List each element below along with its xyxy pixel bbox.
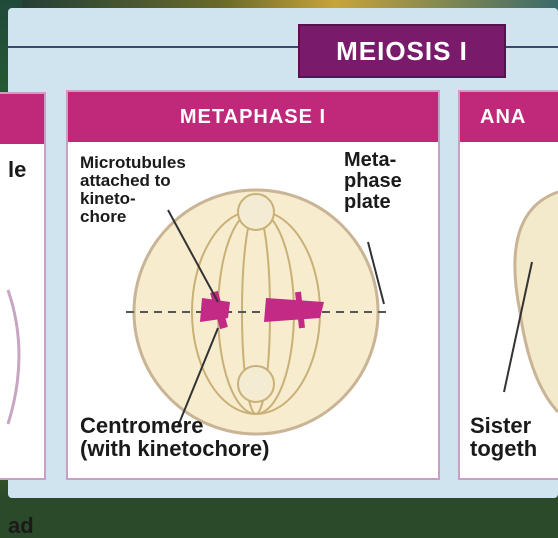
metaphase-plate-label: Meta- phase plate — [344, 150, 402, 213]
diagram-stage: MEIOSIS I le ad METAPHASE I — [0, 0, 558, 498]
microtubules-label: Microtubules attached to kineto- chore — [80, 154, 186, 225]
sister-chromatids-label: Sister togeth — [470, 414, 537, 460]
meiosis-title: MEIOSIS I — [298, 24, 506, 78]
anaphase-card-partial: ANA Sister togeth — [458, 90, 558, 480]
metaphase-card: METAPHASE I Microtubules attached to kin… — [66, 90, 440, 480]
prophase-card-partial: le ad — [0, 92, 46, 480]
prophase-cell-arc — [0, 94, 44, 478]
header-rule-right — [500, 46, 558, 48]
centromere-label: Centromere (with kinetochore) — [80, 414, 269, 460]
prophase-label-bottom: ad — [8, 514, 34, 537]
header-rule-left — [8, 46, 300, 48]
